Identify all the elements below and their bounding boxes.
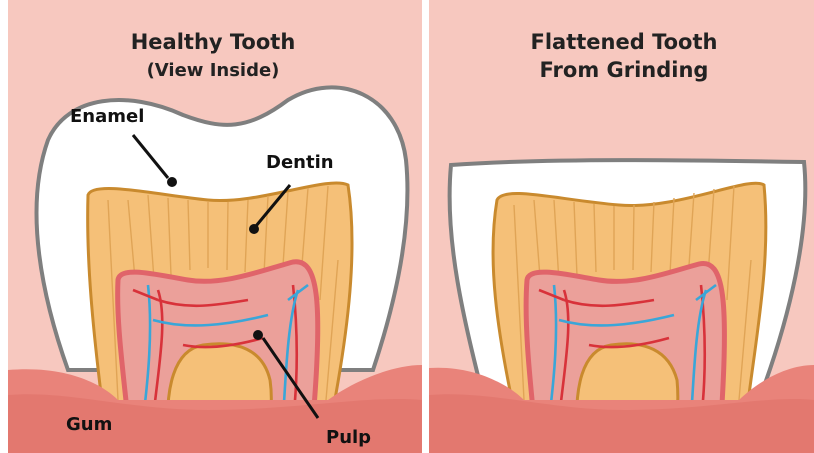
- enamel-label: Enamel: [70, 106, 144, 127]
- flattened-tooth-panel: Flattened Tooth From Grinding: [429, 0, 814, 453]
- gum-label: Gum: [66, 414, 112, 435]
- flattened-tooth-subtitle: From Grinding: [489, 58, 759, 83]
- panel-divider: [422, 0, 429, 453]
- healthy-tooth-subtitle: (View Inside): [88, 60, 338, 82]
- healthy-tooth-panel: Healthy Tooth (View Inside) Enamel Denti…: [8, 0, 422, 453]
- healthy-tooth-title: Healthy Tooth: [88, 30, 338, 55]
- pulp-label: Pulp: [326, 427, 371, 448]
- dentin-label: Dentin: [266, 152, 334, 173]
- flattened-tooth-title: Flattened Tooth: [489, 30, 759, 55]
